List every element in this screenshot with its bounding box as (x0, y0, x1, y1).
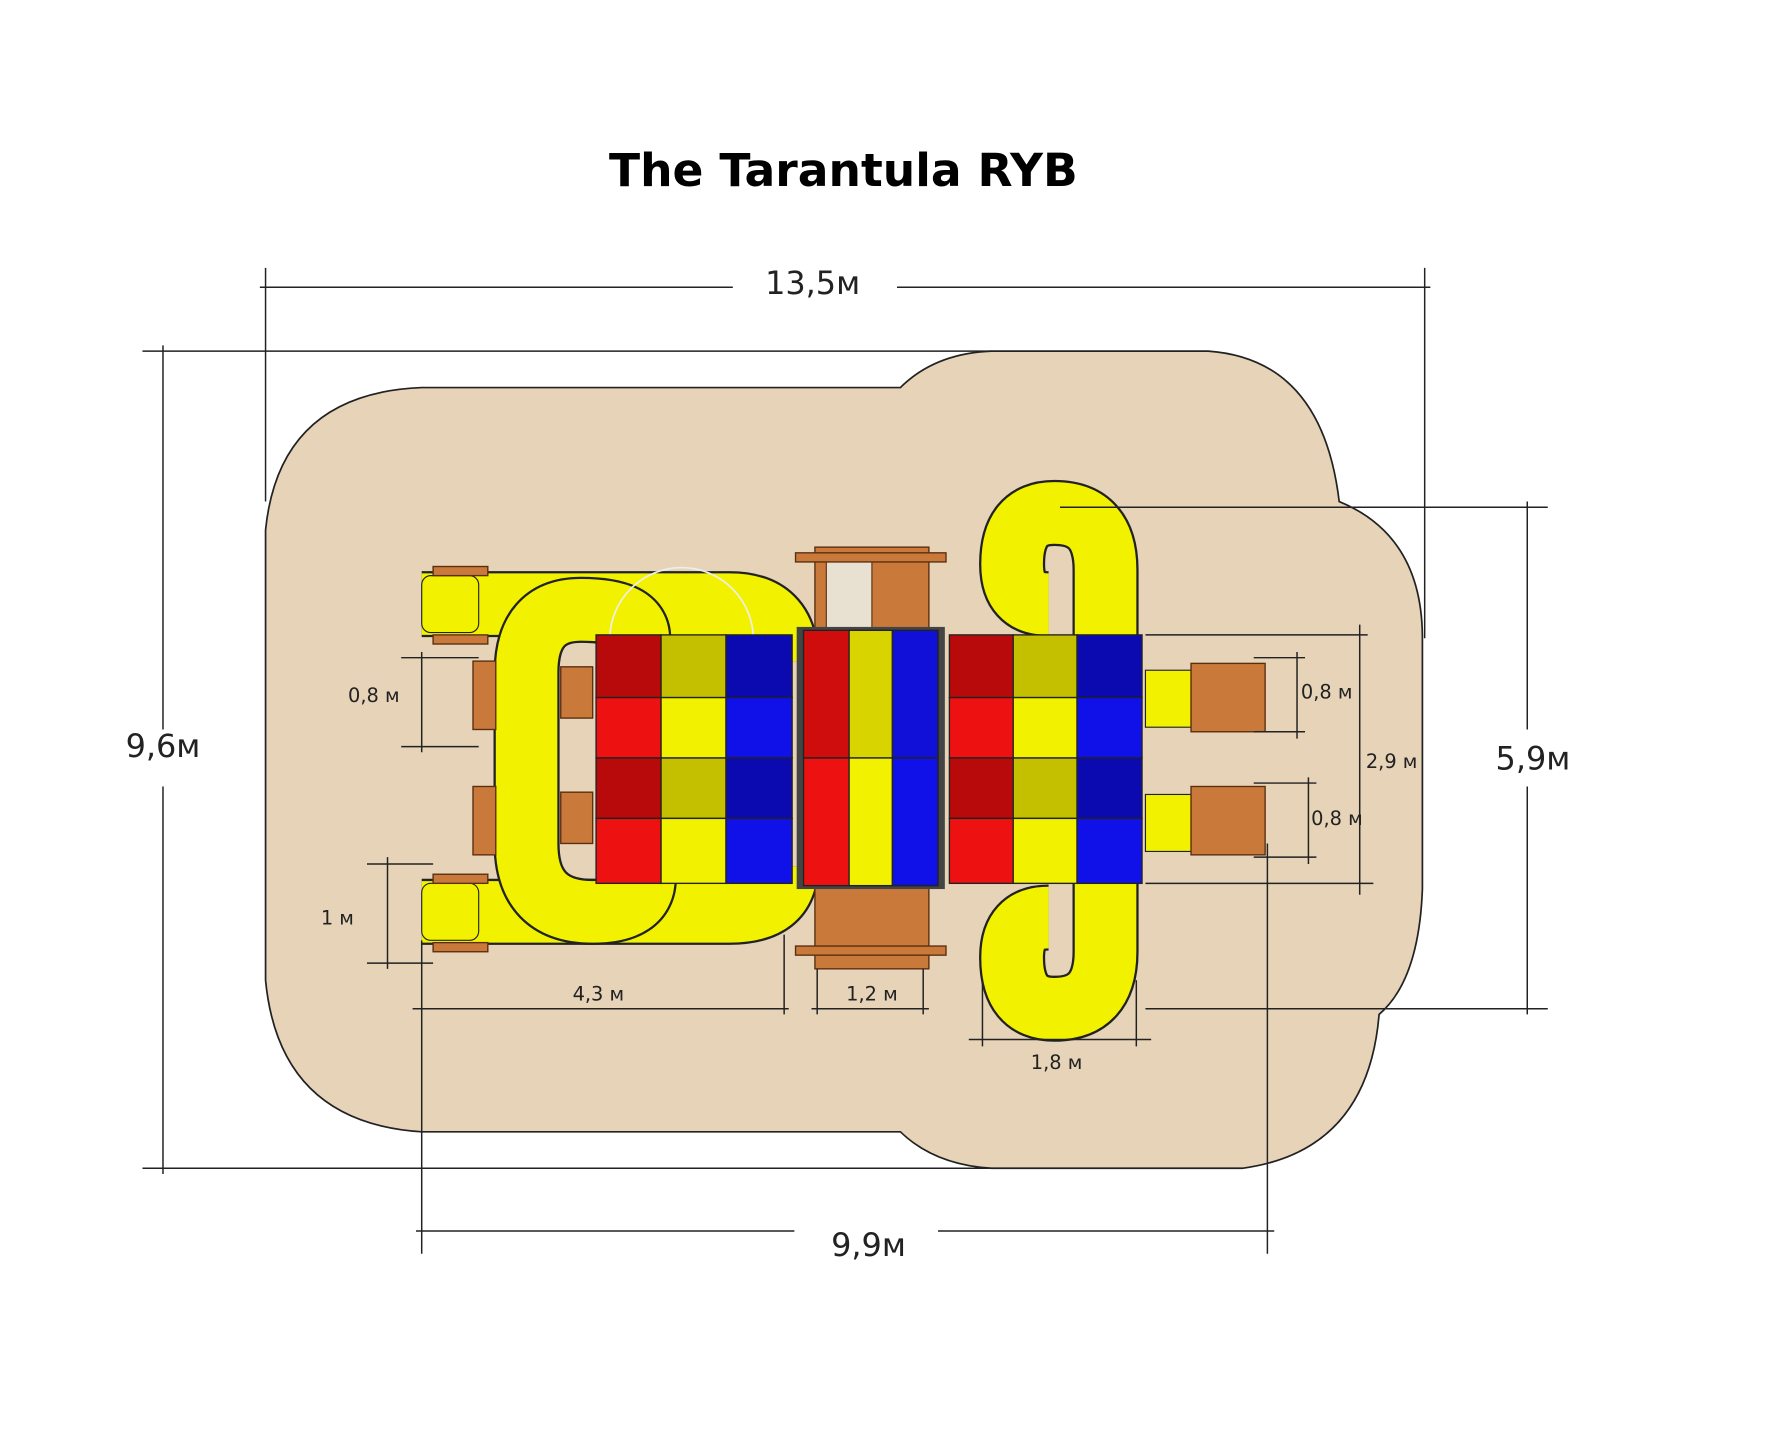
right-gap-bottom-label: 0,8 м (1311, 807, 1363, 830)
right-tube-slides (979, 479, 1266, 1042)
right-gap-top-label: 0,8 м (1301, 681, 1353, 704)
total-height-label: 9,6м (126, 727, 201, 765)
left-gap-top-label: 0,8 м (348, 684, 400, 707)
left-length-label: 4,3 м (573, 983, 625, 1006)
module-height-label: 2,9 м (1366, 750, 1418, 773)
middle-module (796, 626, 945, 890)
right-height-label: 5,9м (1496, 739, 1571, 777)
slide-width-label: 1,8 м (1031, 1051, 1083, 1074)
right-module (948, 634, 1143, 885)
left-module (595, 634, 793, 885)
bottom-width-label: 9,9м (831, 1226, 906, 1264)
climbing-ladders (794, 546, 947, 970)
plan-title: The Tarantula RYB (609, 144, 1078, 197)
total-width-label: 13,5м (765, 264, 860, 302)
dimension-lines (142, 267, 1548, 1254)
left-gap-bottom-label: 1 м (321, 906, 354, 929)
stair-width-label: 1,2 м (846, 983, 898, 1006)
